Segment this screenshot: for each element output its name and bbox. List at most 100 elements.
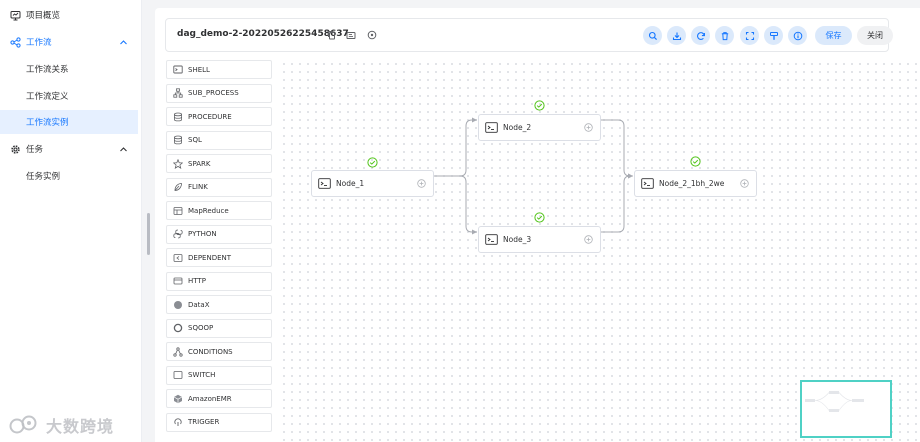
sidebar-item-label: 工作流实例 [26, 118, 69, 128]
dag-minimap[interactable] [800, 380, 892, 438]
http-icon [173, 276, 183, 286]
hierarchy-icon [173, 88, 183, 98]
add-circle-icon[interactable] [584, 123, 593, 132]
dag-node-node-1[interactable]: Node_1 [311, 170, 434, 197]
database-icon [173, 112, 183, 122]
switch-icon [173, 370, 183, 380]
delete-icon[interactable] [715, 26, 734, 45]
task-item-label: AmazonEMR [188, 394, 232, 403]
conditions-icon [173, 346, 183, 357]
task-item-label: SPARK [188, 159, 211, 168]
monitor-icon [10, 10, 21, 21]
sidebar-item-label: 任务 [26, 145, 44, 155]
emr-icon [173, 394, 183, 404]
terminal-icon [318, 178, 331, 189]
sidebar-item-workflow[interactable]: 工作流 [0, 30, 138, 54]
add-circle-icon[interactable] [584, 235, 593, 244]
dag-node-node-2-1bh-2we[interactable]: Node_2_1bh_2we [634, 170, 757, 197]
sidebar-item-project-overview[interactable]: 项目概览 [0, 3, 138, 27]
task-item-label: MapReduce [188, 206, 229, 215]
edge-node2-node4 [601, 119, 633, 179]
sidebar-item-task[interactable]: 任务 [0, 137, 138, 161]
add-circle-icon[interactable] [740, 179, 749, 188]
task-item-amazon-emr[interactable]: AmazonEMR [166, 389, 272, 408]
sidebar-item-label: 工作流定义 [26, 92, 69, 102]
trigger-icon [173, 417, 183, 427]
task-item-flink[interactable]: FLINK [166, 177, 272, 197]
task-item-shell[interactable]: SHELL [166, 60, 272, 79]
dag-edges [434, 117, 633, 235]
terminal-icon [173, 65, 183, 75]
dag-node-node-3[interactable]: Node_3 [478, 226, 601, 253]
sidebar-item-label: 工作流关系 [26, 65, 69, 75]
watermark-logo-icon [9, 415, 37, 434]
task-item-spark[interactable]: SPARK [166, 154, 272, 173]
edge-node1-node2 [434, 117, 477, 177]
edge-node3-node4 [601, 173, 633, 233]
task-item-sub-process[interactable]: SUB_PROCESS [166, 83, 272, 103]
task-item-mapreduce[interactable]: MapReduce [166, 201, 272, 220]
task-item-sql[interactable]: SQL [166, 130, 272, 150]
task-item-label: HTTP [188, 277, 206, 285]
task-item-label: SQOOP [188, 324, 214, 332]
sidebar-item-workflow-relation[interactable]: 工作流关系 [0, 57, 138, 81]
download-icon[interactable] [667, 26, 686, 45]
sidebar-item-label: 项目概览 [26, 11, 61, 21]
fullscreen-icon[interactable] [740, 26, 759, 45]
star-icon [173, 158, 183, 169]
workflow-icon [10, 36, 21, 48]
task-item-label: DataX [188, 300, 210, 309]
workflow-title: dag_demo-2-20220526225458637 [177, 29, 349, 39]
add-circle-icon[interactable] [417, 179, 426, 188]
task-item-label: SWITCH [188, 371, 216, 379]
sidebar-item-label: 任务实例 [26, 172, 61, 182]
node-label: Node_2_1bh_2we [659, 179, 725, 188]
format-icon[interactable] [764, 26, 783, 45]
task-item-label: CONDITIONS [188, 347, 233, 356]
terminal-icon [485, 234, 498, 245]
chevron-up-icon[interactable] [119, 145, 128, 154]
task-item-http[interactable]: HTTP [166, 271, 272, 291]
watermark: 大数跨境 [8, 413, 114, 437]
settings-circle-icon[interactable] [366, 29, 378, 41]
copy-icon[interactable] [325, 29, 337, 41]
node-label: Node_1 [336, 179, 365, 188]
terminal-icon [641, 178, 654, 189]
datax-icon [173, 300, 183, 310]
sidebar: 项目概览 工作流 工作流关系 工作流定义 工作流实例 任务 任务实例 [0, 0, 142, 442]
close-button[interactable]: 关闭 [857, 26, 893, 45]
task-item-dependent[interactable]: DEPENDENT [166, 248, 272, 267]
dag-canvas[interactable]: Node_1 Node_2 Node_3 Node_2_1bh_2we [280, 60, 920, 442]
sidebar-item-workflow-definition[interactable]: 工作流定义 [0, 84, 138, 108]
save-button[interactable]: 保存 [815, 26, 852, 45]
sidebar-item-task-instance[interactable]: 任务实例 [0, 164, 138, 188]
dependent-icon [173, 253, 183, 263]
task-item-datax[interactable]: DataX [166, 295, 272, 314]
info-icon[interactable] [788, 26, 807, 45]
edge-node1-node3 [434, 175, 477, 235]
chevron-up-icon[interactable] [119, 38, 128, 47]
card-icon[interactable] [345, 29, 357, 41]
sidebar-item-workflow-instance[interactable]: 工作流实例 [0, 110, 138, 134]
task-item-trigger[interactable]: TRIGGER [166, 412, 272, 432]
task-item-sqoop[interactable]: SQOOP [166, 318, 272, 338]
terminal-icon [485, 122, 498, 133]
task-item-label: FLINK [188, 183, 208, 191]
python-icon [173, 229, 183, 239]
sidebar-scrollbar[interactable] [147, 213, 150, 255]
task-item-conditions[interactable]: CONDITIONS [166, 342, 272, 361]
dag-node-node-2[interactable]: Node_2 [478, 114, 601, 141]
status-success-icon [534, 100, 545, 111]
search-icon[interactable] [643, 26, 662, 45]
task-item-label: SQL [188, 136, 202, 144]
task-item-label: PROCEDURE [188, 112, 232, 121]
dag-header: dag_demo-2-20220526225458637 [165, 18, 893, 52]
refresh-icon[interactable] [691, 26, 710, 45]
task-item-python[interactable]: PYTHON [166, 224, 272, 244]
task-item-procedure[interactable]: PROCEDURE [166, 107, 272, 126]
task-item-switch[interactable]: SWITCH [166, 365, 272, 385]
mapreduce-icon [173, 206, 183, 216]
database-icon [173, 135, 183, 145]
task-item-label: TRIGGER [188, 418, 220, 426]
sqoop-icon [173, 323, 183, 333]
